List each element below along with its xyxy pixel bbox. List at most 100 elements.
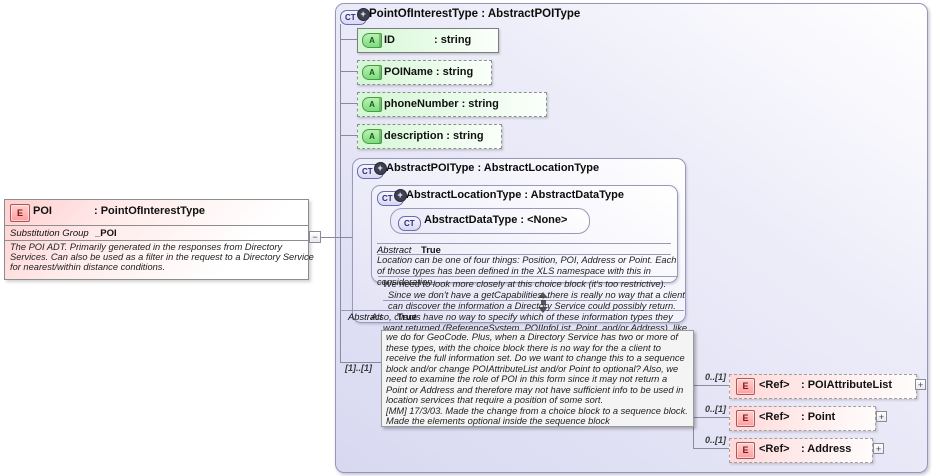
- annotation-line: receive the full information set. Do we …: [386, 353, 685, 363]
- expand-button[interactable]: +: [876, 411, 887, 422]
- scroll-up-arrow: [538, 292, 548, 298]
- attribute-name: description: [384, 130, 444, 142]
- collapse-button[interactable]: −: [309, 231, 321, 243]
- connector-stub-description: [340, 135, 357, 136]
- annotation-line: block and/or change POIAttributeList and…: [386, 363, 679, 374]
- element-name: <Ref>: [759, 379, 790, 391]
- connector-poi-to-type: [307, 237, 352, 238]
- poi-element-box[interactable]: E POI : PointOfInterestType Substitution…: [4, 199, 314, 280]
- attribute-type: : string: [461, 98, 499, 110]
- attribute-description[interactable]: A description: string: [357, 124, 502, 149]
- poi-name: POI: [33, 205, 52, 217]
- abstract-label: Abstract: [377, 244, 412, 255]
- annotation-overflow-line: We need to look more closely at this cho…: [383, 279, 667, 289]
- scroll-anchor-dot: [540, 300, 546, 305]
- element-type: : POIAttributeList: [801, 379, 893, 391]
- element-icon: E: [736, 378, 755, 395]
- facet-rule: [340, 310, 684, 311]
- expand-button[interactable]: +: [873, 443, 884, 454]
- facet-rule: [377, 243, 671, 244]
- connector-stub-poiname: [340, 71, 357, 72]
- annotation-line: we do for GeoCode. Plus, when a Director…: [386, 332, 678, 342]
- element-ref-poiattributelist[interactable]: E <Ref> : POIAttributeList: [729, 374, 917, 399]
- annotation-overflow-line: Also, clients have no way to specify whi…: [371, 312, 673, 322]
- attribute-phonenumber[interactable]: A phoneNumber: string: [357, 92, 547, 117]
- derived-plus-icon: +: [373, 162, 387, 175]
- ct-tag: CT: [398, 216, 421, 231]
- element-icon: E: [10, 204, 30, 222]
- element-ref-point[interactable]: E <Ref> : Point: [729, 406, 876, 431]
- artifact-line: [378, 276, 678, 277]
- divider: [5, 225, 308, 226]
- attribute-name: POIName: [384, 66, 433, 78]
- divider: [5, 240, 308, 241]
- attribute-name: ID: [384, 34, 395, 46]
- element-name: <Ref>: [759, 443, 790, 455]
- element-icon: E: [736, 410, 755, 427]
- annotation-line: location services that require a positio…: [386, 395, 604, 405]
- location-doc-line: consideration.: [377, 277, 435, 287]
- attribute-type: : string: [435, 66, 474, 78]
- annotation-line: Made the elements optional inside the se…: [386, 416, 610, 426]
- complextype-icon: CT +: [357, 161, 387, 179]
- attribute-id[interactable]: A ID : string: [357, 28, 499, 53]
- connector-stub-poiattributelist: [693, 385, 730, 386]
- annotation-overflow-line: can discover the information a Directory…: [388, 301, 676, 311]
- element-icon: E: [736, 442, 755, 459]
- attribute-icon: A: [362, 65, 382, 80]
- attribute-poiname[interactable]: A POIName: string: [357, 60, 492, 85]
- substitution-group-value: _POI: [95, 228, 117, 239]
- main-box-title[interactable]: PointOfInterestType : AbstractPOIType: [369, 8, 581, 20]
- attribute-name: phoneNumber: [384, 98, 459, 110]
- abstractdatatype-box: [390, 208, 590, 234]
- location-doc-line: Location can be one of four things: Posi…: [377, 255, 677, 265]
- attribute-type: : string: [446, 130, 484, 142]
- scroll-cursor-icon: [536, 292, 550, 314]
- connector-stub-point: [693, 417, 730, 418]
- attribute-icon: A: [362, 129, 382, 144]
- abstract-label: Abstract: [348, 311, 383, 322]
- poi-doc-line: for nearest/within distance conditions.: [10, 262, 166, 272]
- abstractlocationtype-title[interactable]: AbstractLocationType : AbstractDataType: [406, 189, 625, 201]
- element-name: <Ref>: [759, 411, 790, 423]
- cardinality-label: 0..[1]: [704, 372, 726, 382]
- connector-stub-address: [693, 448, 730, 449]
- element-type: : Address: [801, 443, 852, 455]
- element-ref-address[interactable]: E <Ref> : Address: [729, 438, 873, 463]
- connector-stub-phonenumber: [340, 103, 357, 104]
- sequence-cardinality-label: [1]..[1]: [345, 363, 372, 373]
- annotation-line: these types, with the choice block there…: [386, 342, 661, 353]
- cardinality-label: 0..[1]: [704, 404, 726, 414]
- abstractlocationtype-box: [371, 185, 678, 283]
- complextype-icon: CT: [398, 213, 421, 231]
- annotation-line: need to examine the role of POI in this …: [386, 374, 668, 384]
- abstractpoitype-title[interactable]: AbstractPOIType : AbstractLocationType: [386, 162, 600, 174]
- annotation-overflow-line: want returned (ReferenceSystem, POIInfoL…: [383, 323, 688, 333]
- abstractdatatype-title[interactable]: AbstractDataType : <None>: [424, 214, 568, 226]
- connector-stub-id: [340, 39, 357, 40]
- attribute-type: : string: [434, 34, 472, 46]
- element-type: : Point: [801, 411, 836, 423]
- substitution-group-label: Substitution Group: [10, 228, 89, 239]
- scroll-down-arrow: [538, 307, 548, 313]
- attribute-icon: A: [362, 33, 382, 48]
- location-doc-line: of those types has been defined in the X…: [377, 266, 651, 276]
- annotation-overflow-line: Since we don't have a getCapabilities, t…: [388, 290, 685, 300]
- annotation-box: we do for GeoCode. Plus, when a Director…: [381, 330, 694, 427]
- abstract-value: True: [421, 244, 441, 255]
- artifact-line: [383, 300, 677, 301]
- poi-doc-line: The POI ADT. Primarily generated in the …: [10, 242, 283, 252]
- expand-button[interactable]: +: [915, 379, 926, 390]
- complextype-icon: CT +: [340, 7, 370, 25]
- connector-trunk-line: [340, 24, 341, 362]
- annotation-line: Point or Address and therefore may not h…: [386, 384, 684, 395]
- facet-rule: [377, 254, 671, 255]
- derived-plus-icon: +: [393, 189, 407, 202]
- derived-plus-icon: +: [356, 8, 370, 21]
- complextype-icon: CT +: [377, 188, 407, 206]
- attribute-icon: A: [362, 97, 382, 112]
- annotation-line: [MM] 17/3/03. Made the change from a cho…: [386, 405, 688, 416]
- poi-type: : PointOfInterestType: [94, 205, 206, 217]
- poi-doc-line: Services. Can also be used as a filter i…: [10, 252, 314, 262]
